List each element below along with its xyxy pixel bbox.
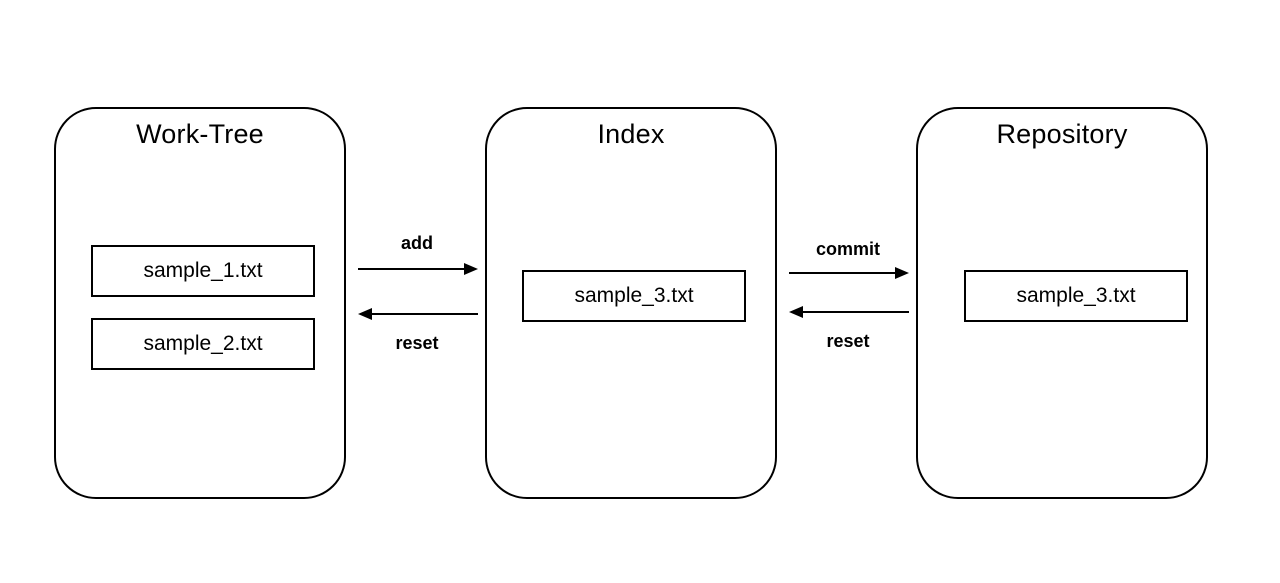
reset-to-worktree-arrow <box>358 308 478 320</box>
add-arrow <box>358 263 478 275</box>
commit-label: commit <box>815 239 880 259</box>
repository-file-1: sample_3.txt <box>964 270 1188 322</box>
work-tree-panel: Work-Tree sample_1.txt sample_2.txt <box>54 107 346 499</box>
work-tree-title: Work-Tree <box>136 119 264 149</box>
work-tree-file-1: sample_1.txt <box>91 245 315 297</box>
reset-to-index-arrow <box>789 306 909 318</box>
index-panel: Index sample_3.txt <box>485 107 777 499</box>
index-title: Index <box>597 119 665 149</box>
index-file-1: sample_3.txt <box>522 270 746 322</box>
reset-label-worktree: reset <box>395 333 439 353</box>
reset-label-index: reset <box>826 331 870 351</box>
repository-title: Repository <box>996 119 1128 149</box>
add-label: add <box>400 233 433 253</box>
commit-arrow <box>789 267 909 279</box>
work-tree-file-2: sample_2.txt <box>91 318 315 370</box>
repository-panel: Repository sample_3.txt <box>916 107 1208 499</box>
